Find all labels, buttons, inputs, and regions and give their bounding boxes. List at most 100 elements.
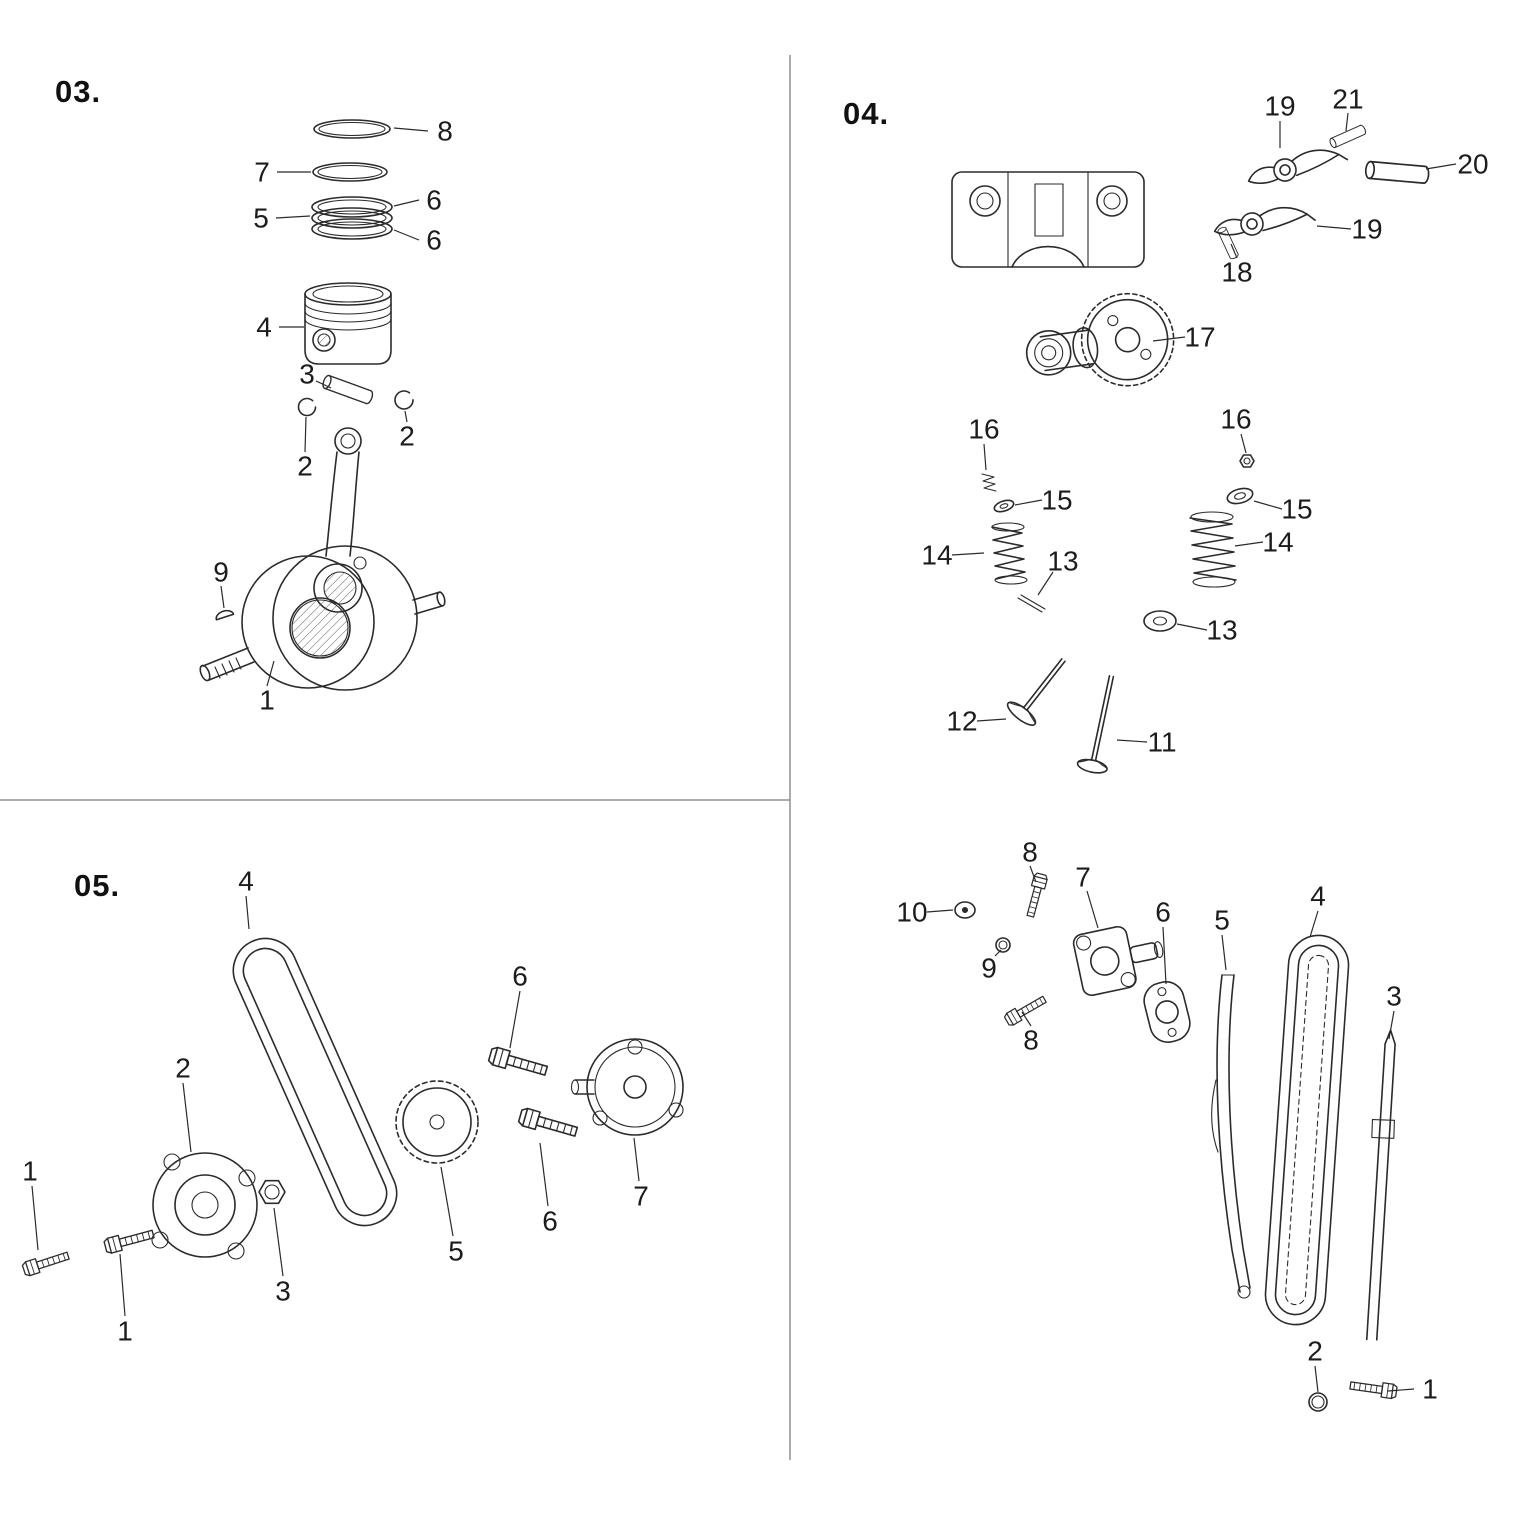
part-callout-03-3: 3: [299, 359, 315, 390]
leader-line-03-5: [275, 215, 311, 219]
part-callout-04-1: 1: [1422, 1374, 1438, 1405]
part-callout-03-5: 5: [253, 203, 269, 234]
part-callout-05-3: 3: [275, 1276, 291, 1307]
leader-line-05-1: [31, 1185, 39, 1251]
leader-line-04-16: [983, 443, 987, 471]
leader-line-03-2: [404, 410, 408, 423]
part-callout-03-4: 4: [256, 312, 272, 343]
flange-bolt-left: [21, 1248, 71, 1278]
valve-pin-left: [1017, 594, 1046, 613]
exhaust-valve: [1076, 674, 1115, 774]
part-callout-04-3: 3: [1386, 981, 1402, 1012]
cap-bolt: [1348, 1377, 1398, 1400]
leader-line-04-17: [1152, 336, 1186, 342]
part-callout-04-14: 14: [921, 540, 952, 571]
leader-line-04-3: [1388, 1010, 1395, 1040]
part-callout-03-2: 2: [399, 421, 415, 452]
camshaft: [1025, 292, 1175, 387]
leader-line-04-1: [1387, 1388, 1415, 1392]
circlip-right: [394, 390, 414, 410]
leader-line-05-6: [539, 1142, 549, 1207]
leader-line-04-10: [926, 909, 954, 913]
leader-line-04-12: [976, 718, 1007, 722]
part-callout-04-5: 5: [1214, 905, 1230, 936]
leader-line-04-8: [1021, 1011, 1032, 1027]
cam-chain-tensioner: [1072, 925, 1164, 997]
valve-spring-left: [991, 522, 1028, 585]
circlip-left: [297, 397, 317, 417]
part-callout-04-15: 15: [1281, 494, 1312, 525]
flange-bolt-lower: [517, 1106, 580, 1142]
part-callout-04-16: 16: [1220, 404, 1251, 435]
part-callout-04-10: 10: [896, 897, 927, 928]
flange-bolt-mid: [102, 1225, 156, 1255]
oil-pump-assembly: [570, 1038, 684, 1136]
part-callout-03-8: 8: [437, 116, 453, 147]
part-callout-04-16: 16: [968, 414, 999, 445]
part-callout-04-13: 13: [1047, 546, 1078, 577]
part-callout-04-13: 13: [1206, 615, 1237, 646]
leader-line-04-11: [1116, 739, 1148, 743]
piston: [304, 282, 392, 365]
sealing-washer: [954, 901, 976, 919]
leader-line-04-20: [1425, 163, 1457, 170]
tensioner-blade: [1365, 1029, 1396, 1341]
part-callout-05-1: 1: [22, 1156, 38, 1187]
leader-line-05-3: [273, 1207, 284, 1277]
o-ring: [1308, 1392, 1328, 1412]
piston-ring-top: [313, 119, 391, 139]
piston-ring-second: [312, 162, 388, 182]
part-callout-04-19: 19: [1351, 214, 1382, 245]
part-callout-03-2: 2: [297, 451, 313, 482]
flange-bolt-upper: [487, 1045, 550, 1081]
leader-line-05-6: [509, 990, 521, 1049]
valve-keeper-left: [981, 473, 997, 492]
leader-line-03-6: [393, 229, 420, 241]
leader-line-03-3: [315, 380, 332, 389]
leader-line-03-8: [393, 127, 429, 132]
part-callout-04-12: 12: [946, 706, 977, 737]
woodruff-key: [215, 609, 235, 621]
leader-line-03-2: [304, 416, 307, 453]
part-callout-03-7: 7: [254, 157, 270, 188]
part-callout-04-19: 19: [1264, 91, 1295, 122]
part-callout-03-6: 6: [426, 185, 442, 216]
part-callout-04-21: 21: [1332, 84, 1363, 115]
leader-line-04-14: [951, 552, 985, 556]
part-callout-05-7: 7: [633, 1181, 649, 1212]
leader-line-05-4: [245, 895, 250, 930]
leader-line-04-14: [1234, 541, 1264, 547]
intake-valve: [1006, 658, 1066, 726]
leader-line-05-1: [119, 1253, 126, 1317]
leader-line-04-9: [994, 949, 1002, 957]
part-callout-04-8: 8: [1022, 837, 1038, 868]
part-callout-05-6: 6: [542, 1206, 558, 1237]
part-callout-04-6: 6: [1155, 897, 1171, 928]
cam-chain: [1264, 934, 1350, 1326]
leader-line-04-19: [1316, 225, 1352, 230]
mounting-bolt-upper: [1023, 871, 1049, 919]
rocker-arm-top: [1244, 142, 1350, 191]
valve-spring-right: [1189, 511, 1237, 588]
part-callout-05-4: 4: [238, 866, 254, 897]
leader-line-03-6: [393, 199, 420, 207]
leader-line-03-9: [220, 585, 225, 609]
part-callout-04-8: 8: [1023, 1025, 1039, 1056]
part-callout-04-14: 14: [1262, 527, 1293, 558]
leader-line-04-21: [1345, 112, 1349, 132]
tensioner-gasket: [1143, 981, 1191, 1043]
crankshaft-connecting-rod: [199, 427, 446, 691]
part-callout-04-17: 17: [1184, 322, 1215, 353]
leader-line-04-5: [1221, 934, 1227, 971]
leader-line-04-2: [1314, 1365, 1319, 1393]
part-callout-04-7: 7: [1075, 862, 1091, 893]
part-callout-05-1: 1: [117, 1316, 133, 1347]
part-callout-03-1: 1: [259, 685, 275, 716]
leader-line-04-8: [1029, 865, 1037, 883]
piston-pin: [320, 373, 375, 406]
leader-line-05-2: [182, 1082, 192, 1153]
leader-line-04-13: [1176, 623, 1208, 631]
leader-line-03-1: [266, 660, 275, 687]
